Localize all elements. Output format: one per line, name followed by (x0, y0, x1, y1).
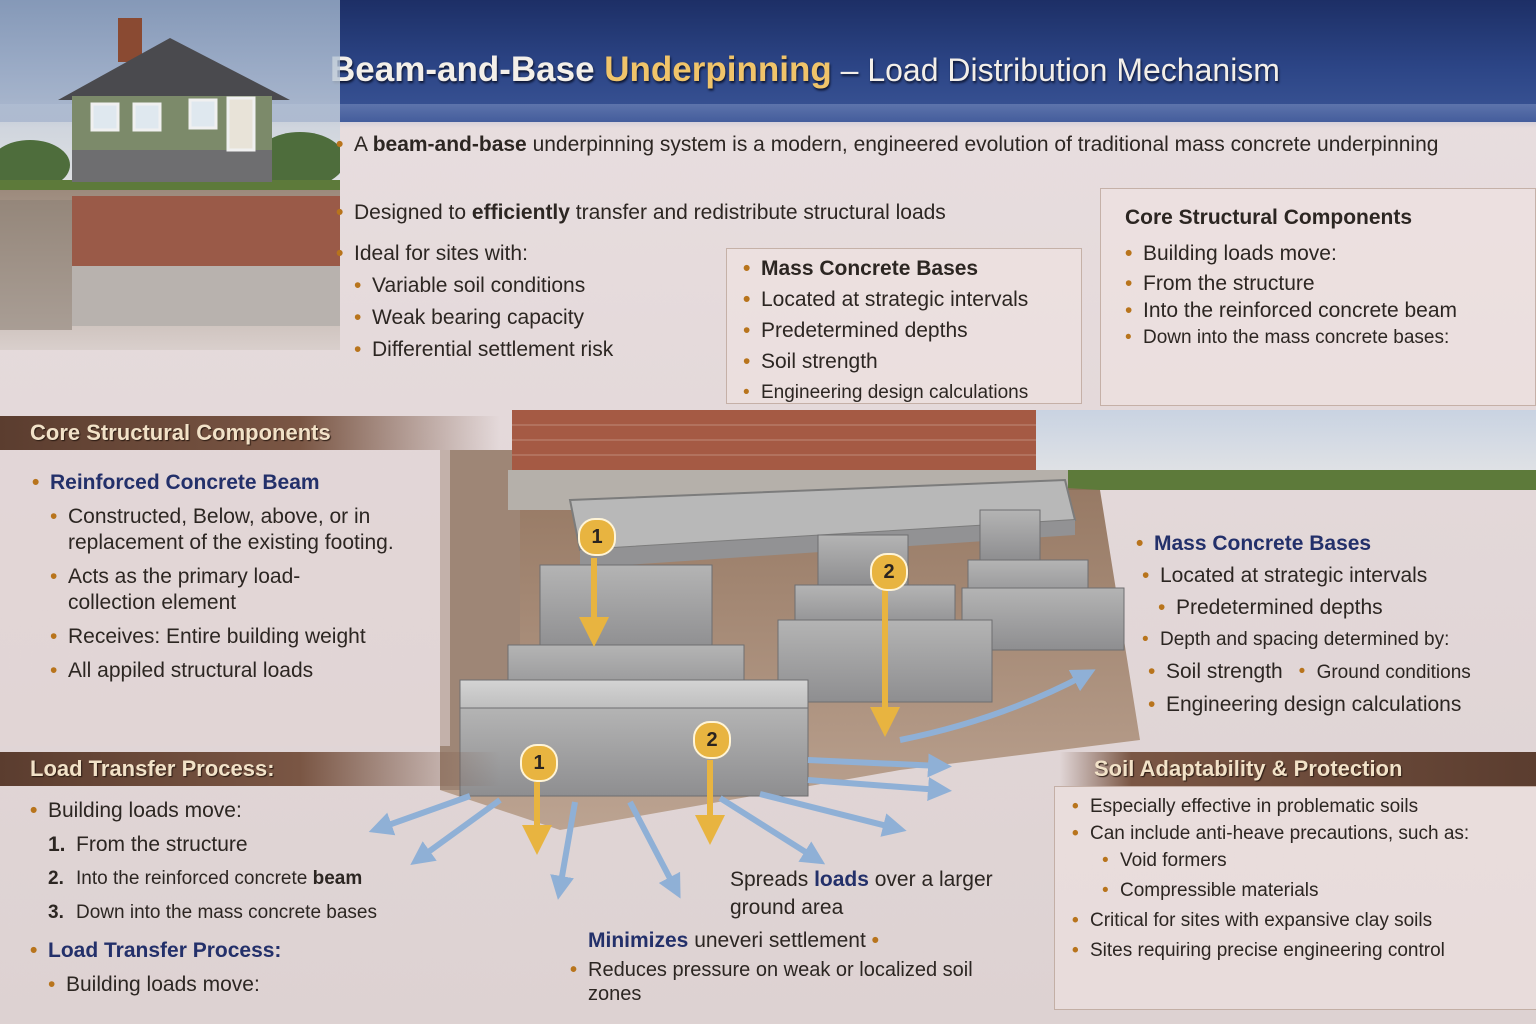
step-text: Down into the mass concrete bases (76, 902, 377, 923)
step-number: 1. (48, 833, 66, 856)
step-number: 3. (48, 902, 64, 923)
title-part1: Beam-and-Base (330, 50, 605, 89)
core-left-heading: Core Structural Components (0, 416, 500, 450)
intro-b3-item: Weak bearing capacity (354, 302, 716, 334)
mass-box-b1: Located at strategic intervals (743, 284, 1081, 315)
spreads-text: Spreads loads over a larger ground area (730, 866, 1030, 922)
intro-b2-post: transfer and redistribute structural loa… (569, 201, 946, 224)
beam-item: Receives: Entire building weight (50, 624, 452, 650)
intro-bullet-3: Ideal for sites with: Variable soil cond… (336, 238, 716, 366)
step-text-bold: beam (312, 868, 363, 889)
house-illustration (0, 0, 340, 350)
reduces-text: Reduces pressure on weak or localized so… (570, 958, 1020, 1006)
title-highlight: Underpinning (604, 50, 832, 89)
mass-bases-box: Mass Concrete Bases Located at strategic… (726, 248, 1082, 408)
step-text: From the structure (76, 833, 248, 856)
intro-b1-pre: A (354, 133, 373, 156)
soil-list: Especially effective in problematic soil… (1072, 792, 1532, 966)
soil-item: Compressible materials (1102, 876, 1532, 906)
load-transfer-b1: Building loads move: (30, 794, 490, 828)
mass-right-pair1: Soil strength (1148, 660, 1283, 683)
marker-2-base: 2 (870, 553, 908, 591)
mass-right-pair2: Ground conditions (1299, 662, 1471, 683)
mass-right-b1: Located at strategic intervals (1142, 560, 1536, 592)
intro-bullet-2: Designed to efficiently transfer and red… (336, 200, 1096, 226)
page-title: Beam-and-Base Underpinning – Load Distri… (330, 50, 1280, 90)
step-text: Into the reinforced concrete (76, 868, 313, 889)
soil-item: Void formers (1102, 846, 1532, 876)
mass-box-heading: Mass Concrete Bases (743, 253, 1081, 284)
marker-2-soil: 2 (693, 721, 731, 759)
intro-b3: Ideal for sites with: (336, 238, 716, 270)
load-step-3: 3. Down into the mass concrete bases (48, 896, 490, 930)
mass-right-list: Mass Concrete Bases Located at strategic… (1136, 528, 1536, 721)
mass-box-item: Predetermined depths (743, 315, 1081, 346)
intro-b2-pre: Designed to (354, 201, 472, 224)
intro-bullet-1: A beam-and-base underpinning system is a… (336, 132, 1456, 158)
spreads-post: over a larger ground area (730, 868, 993, 919)
core-box-item: Into the reinforced concrete beam (1125, 299, 1473, 323)
marker-1-beam: 1 (578, 518, 616, 556)
mass-right-sub1: Predetermined depths (1158, 592, 1536, 624)
spreads-pre: Spreads (730, 868, 815, 891)
core-box-item: From the structure (1125, 269, 1535, 299)
reduces-bullet: Reduces pressure on weak or localized so… (570, 958, 1020, 1006)
intro-b1-post: underpinning system is a modern, enginee… (526, 133, 1439, 156)
mass-right-b2: Depth and spacing determined by: (1142, 624, 1536, 656)
underpinning-cross-section (368, 410, 1536, 900)
beam-heading: Reinforced Concrete Beam (32, 470, 452, 496)
soil-b2: Can include anti-heave precautions, such… (1072, 822, 1510, 846)
load-transfer-heading: Load Transfer Process: (0, 752, 500, 786)
beam-item: Constructed, Below, above, or in replace… (50, 504, 398, 556)
load-transfer-list: Building loads move: 1. From the structur… (30, 794, 490, 1002)
load-transfer-repeat-b1: Building loads move: (48, 968, 490, 1002)
intro-block: A beam-and-base underpinning system is a… (336, 132, 1456, 158)
core-components-box: Core Structural Components Building load… (1100, 188, 1536, 406)
core-box-item: Down into the mass concrete bases: (1125, 323, 1535, 353)
minimizes-post: uneveri settlement (688, 929, 866, 952)
intro-b1-bold: beam-and-base (372, 133, 527, 156)
soil-b3: Critical for sites with expansive clay s… (1072, 906, 1532, 936)
load-step-1: 1. From the structure (48, 828, 490, 862)
load-transfer-repeat-heading: Load Transfer Process: (30, 934, 490, 968)
minimizes-bold: Minimizes (588, 929, 689, 952)
mass-right-pair: Soil strength Ground conditions (1148, 656, 1536, 689)
core-box-b1: Building loads move: (1125, 239, 1535, 269)
intro-b3-item: Variable soil conditions (354, 270, 716, 302)
core-left-list: Reinforced Concrete Beam Constructed, Be… (32, 470, 452, 684)
mass-right-sub3: Engineering design calculations (1148, 689, 1536, 721)
soil-heading: Soil Adaptability & Protection (1060, 752, 1536, 786)
intro-b2-bold: efficiently (471, 201, 570, 224)
step-number: 2. (48, 868, 64, 889)
mass-box-item: Engineering design calculations (743, 377, 1081, 408)
marker-1-soil: 1 (520, 744, 558, 782)
beam-item: All appiled structural loads (50, 658, 452, 684)
minimizes-text: Minimizes uneveri settlement • (588, 929, 879, 952)
load-step-2: 2. Into the reinforced concrete beam (48, 862, 490, 896)
mass-right-heading: Mass Concrete Bases (1136, 528, 1536, 560)
core-box-heading: Core Structural Components (1125, 206, 1413, 229)
intro-b3-item: Differential settlement risk (354, 334, 716, 366)
spreads-bold: loads (814, 868, 869, 891)
soil-b4: Sites requiring precise engineering cont… (1072, 936, 1532, 966)
title-subtitle: – Load Distribution Mechanism (831, 52, 1280, 88)
soil-b1: Especially effective in problematic soil… (1072, 792, 1532, 822)
mass-box-item: Soil strength (743, 346, 1081, 377)
beam-item: Acts as the primary load-collection elem… (50, 564, 368, 616)
